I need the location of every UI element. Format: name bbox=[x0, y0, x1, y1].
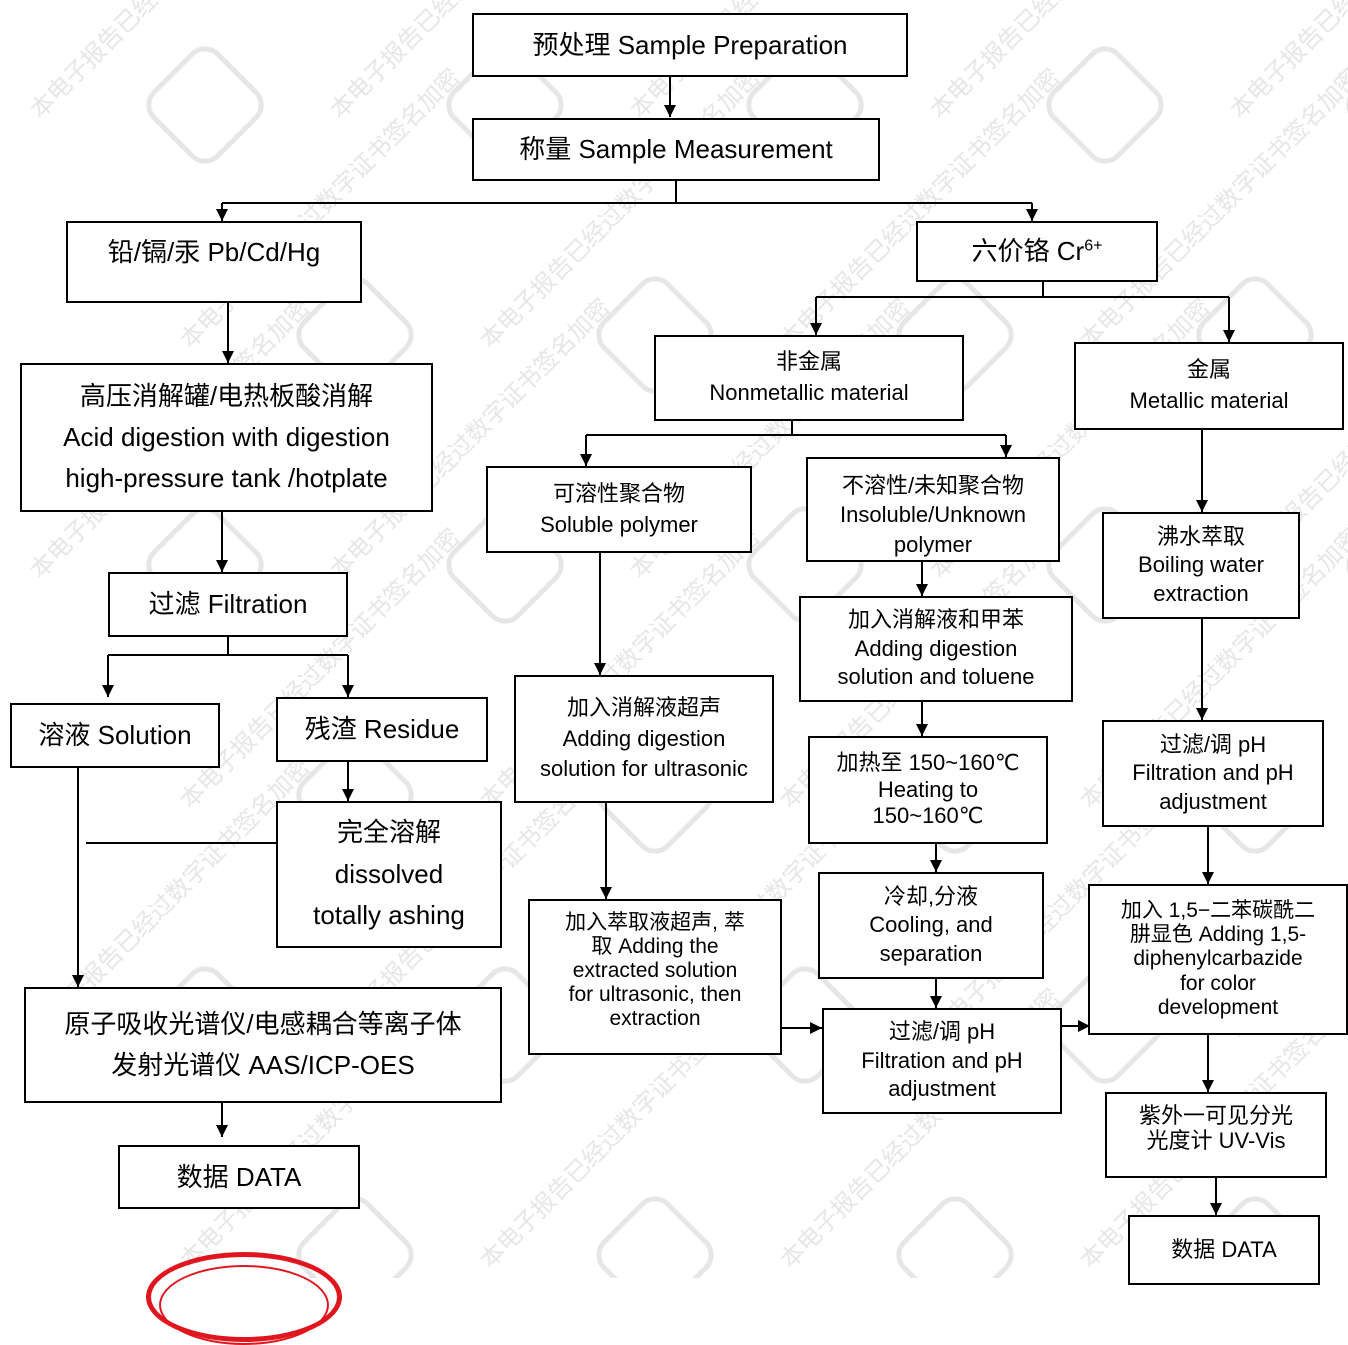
extraction-line-5: extraction bbox=[609, 1006, 701, 1030]
boiling-water-line-3: extraction bbox=[1153, 580, 1249, 606]
acid-digestion-line-3: high-pressure tank /hotplate bbox=[65, 463, 388, 494]
dissolved-line-2: dissolved bbox=[334, 858, 444, 889]
extraction-line-4: for ultrasonic, then bbox=[568, 982, 742, 1006]
data-box-right: 数据 DATA bbox=[1128, 1215, 1320, 1285]
insoluble-polymer-box: 不溶性/未知聚合物 Insoluble/Unknown polymer bbox=[806, 457, 1060, 562]
solution-label: 溶液 Solution bbox=[38, 720, 192, 750]
data-label-left: 数据 DATA bbox=[176, 1161, 302, 1192]
color-development-line-4: for color bbox=[1180, 971, 1256, 995]
acid-digestion-line-2: Acid digestion with digestion bbox=[63, 421, 390, 452]
digestion-toluene-box: 加入消解液和甲苯 Adding digestion solution and t… bbox=[799, 596, 1073, 702]
residue-label: 残渣 Residue bbox=[304, 714, 460, 744]
filtration-ph-right-line-3: adjustment bbox=[1159, 788, 1267, 814]
red-seal-stamp bbox=[146, 1252, 342, 1345]
heating-box: 加热至 150~160℃ Heating to 150~160℃ bbox=[808, 736, 1048, 844]
metallic-box: 金属 Metallic material bbox=[1074, 342, 1344, 430]
digestion-toluene-line-2: Adding digestion bbox=[854, 635, 1018, 661]
insoluble-polymer-line-1: 不溶性/未知聚合物 bbox=[841, 473, 1025, 498]
adding-digestion-ultrasonic-line-3: solution for ultrasonic bbox=[540, 756, 748, 782]
nonmetallic-box: 非金属 Nonmetallic material bbox=[654, 335, 964, 421]
uv-vis-box: 紫外一可见分光 光度计 UV-Vis bbox=[1105, 1092, 1327, 1178]
filtration-ph-box-center: 过滤/调 pH Filtration and pH adjustment bbox=[822, 1008, 1062, 1114]
acid-digestion-box: 高压消解罐/电热板酸消解 Acid digestion with digesti… bbox=[20, 363, 433, 512]
adding-digestion-ultrasonic-line-1: 加入消解液超声 bbox=[566, 694, 721, 720]
filtration-label: 过滤 Filtration bbox=[148, 589, 308, 619]
uv-vis-line-2: 光度计 UV-Vis bbox=[1146, 1127, 1286, 1153]
filtration-ph-right-line-1: 过滤/调 pH bbox=[1159, 732, 1267, 758]
color-development-line-3: diphenylcarbazide bbox=[1133, 947, 1303, 971]
uv-vis-line-1: 紫外一可见分光 bbox=[1138, 1103, 1293, 1128]
extraction-box: 加入萃取液超声, 萃 取 Adding the extracted soluti… bbox=[528, 899, 782, 1055]
filtration-box: 过滤 Filtration bbox=[108, 572, 348, 637]
extraction-line-1: 加入萃取液超声, 萃 bbox=[565, 911, 745, 934]
pb-cd-hg-box: 铅/镉/汞 Pb/Cd/Hg bbox=[66, 221, 362, 303]
boiling-water-line-2: Boiling water bbox=[1138, 552, 1264, 578]
watermark-shape bbox=[1046, 46, 1164, 164]
digestion-toluene-line-3: solution and toluene bbox=[837, 664, 1035, 690]
data-label-right: 数据 DATA bbox=[1171, 1237, 1277, 1262]
cooling-separation-box: 冷却,分液 Cooling, and separation bbox=[818, 872, 1044, 979]
cooling-separation-line-1: 冷却,分液 bbox=[883, 883, 979, 909]
heating-line-3: 150~160℃ bbox=[872, 803, 984, 829]
data-box-left: 数据 DATA bbox=[118, 1145, 360, 1209]
pb-cd-hg-label: 铅/镉/汞 Pb/Cd/Hg bbox=[107, 237, 321, 267]
extraction-line-2: 取 Adding the bbox=[591, 934, 719, 958]
filtration-ph-right-line-2: Filtration and pH bbox=[1132, 760, 1294, 786]
aas-icp-oes-box: 原子吸收光谱仪/电感耦合等离子体 发射光谱仪 AAS/ICP-OES bbox=[24, 987, 502, 1103]
soluble-polymer-line-1: 可溶性聚合物 bbox=[552, 480, 685, 506]
watermark-shape bbox=[896, 1196, 1014, 1278]
color-development-line-5: development bbox=[1157, 996, 1279, 1020]
connector-layer bbox=[72, 76, 1235, 1215]
nonmetallic-line-1: 非金属 bbox=[775, 349, 842, 375]
cooling-separation-line-2: Cooling, and bbox=[869, 912, 993, 938]
adding-digestion-ultrasonic-box: 加入消解液超声 Adding digestion solution for ul… bbox=[514, 675, 774, 803]
watermark-shape bbox=[146, 46, 264, 164]
filtration-ph-box-right: 过滤/调 pH Filtration and pH adjustment bbox=[1102, 720, 1324, 827]
color-development-box: 加入 1,5−二苯碳酰二 肼显色 Adding 1,5- diphenylcar… bbox=[1088, 884, 1348, 1035]
insoluble-polymer-line-3: polymer bbox=[893, 531, 973, 557]
color-development-line-2: 肼显色 Adding 1,5- bbox=[1129, 922, 1307, 946]
watermark-shape bbox=[596, 1196, 714, 1278]
aas-icp-oes-line-2: 发射光谱仪 AAS/ICP-OES bbox=[111, 1050, 415, 1080]
dissolved-line-3: totally ashing bbox=[313, 900, 465, 931]
solution-box: 溶液 Solution bbox=[10, 703, 220, 768]
heating-line-1: 加热至 150~160℃ bbox=[836, 749, 1020, 775]
boiling-water-line-1: 沸水萃取 bbox=[1156, 524, 1245, 550]
acid-digestion-line-1: 高压消解罐/电热板酸消解 bbox=[79, 380, 374, 411]
insoluble-polymer-line-2: Insoluble/Unknown bbox=[840, 502, 1026, 528]
cr6-superscript: 6+ bbox=[1084, 237, 1103, 255]
soluble-polymer-box: 可溶性聚合物 Soluble polymer bbox=[486, 466, 752, 553]
sample-measurement-label: 称量 Sample Measurement bbox=[519, 134, 833, 164]
sample-preparation-box: 预处理 Sample Preparation bbox=[472, 13, 908, 77]
cooling-separation-line-3: separation bbox=[879, 940, 983, 966]
heating-line-2: Heating to bbox=[877, 776, 979, 802]
filtration-ph-center-line-2: Filtration and pH bbox=[861, 1047, 1023, 1073]
soluble-polymer-line-2: Soluble polymer bbox=[540, 511, 698, 537]
sample-preparation-label: 预处理 Sample Preparation bbox=[532, 29, 848, 60]
color-development-line-1: 加入 1,5−二苯碳酰二 bbox=[1120, 898, 1316, 922]
extraction-line-3: extracted solution bbox=[572, 958, 738, 982]
aas-icp-oes-line-1: 原子吸收光谱仪/电感耦合等离子体 bbox=[64, 1008, 462, 1039]
sample-measurement-box: 称量 Sample Measurement bbox=[472, 118, 880, 181]
metallic-line-1: 金属 bbox=[1186, 357, 1231, 383]
boiling-water-box: 沸水萃取 Boiling water extraction bbox=[1102, 512, 1300, 619]
digestion-toluene-line-1: 加入消解液和甲苯 bbox=[847, 607, 1024, 633]
filtration-ph-center-line-3: adjustment bbox=[888, 1076, 996, 1102]
cr6-label: 六价铬 Cr6+ bbox=[972, 232, 1103, 271]
cr6-box: 六价铬 Cr6+ bbox=[916, 221, 1158, 282]
nonmetallic-line-2: Nonmetallic material bbox=[709, 380, 909, 405]
dissolved-line-1: 完全溶解 bbox=[336, 817, 441, 848]
watermark-shape bbox=[296, 1196, 414, 1278]
adding-digestion-ultrasonic-line-2: Adding digestion bbox=[562, 725, 726, 751]
residue-box: 残渣 Residue bbox=[276, 697, 488, 762]
metallic-line-2: Metallic material bbox=[1129, 388, 1289, 413]
dissolved-box: 完全溶解 dissolved totally ashing bbox=[276, 801, 502, 948]
filtration-ph-center-line-1: 过滤/调 pH bbox=[888, 1019, 996, 1045]
cr6-main: 六价铬 Cr bbox=[971, 236, 1085, 266]
